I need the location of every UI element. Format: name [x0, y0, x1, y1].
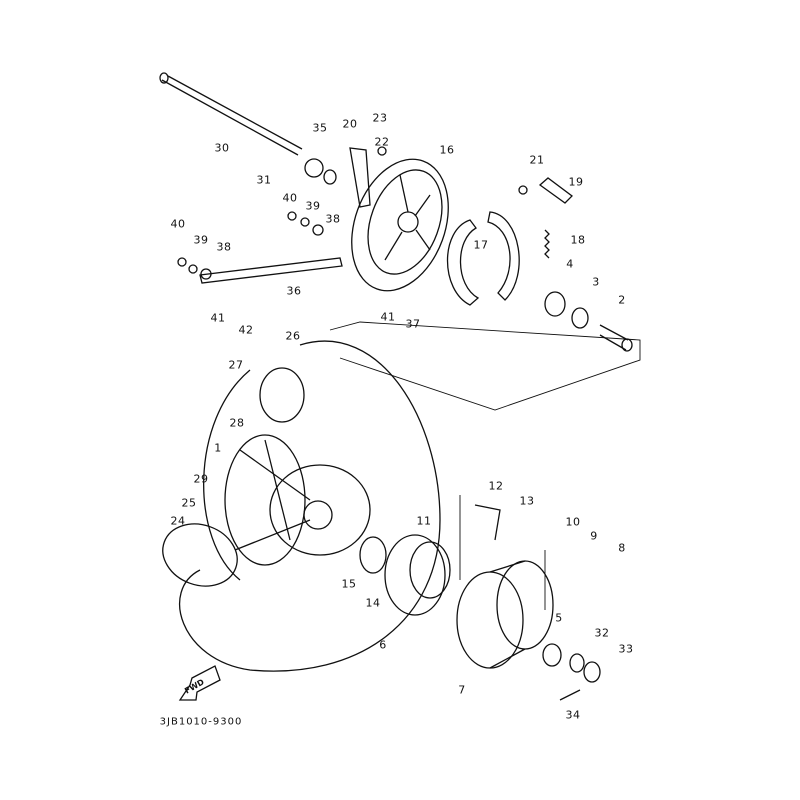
- part-label: 14: [365, 596, 381, 610]
- brake-shoe-plate: [351, 158, 449, 292]
- part-label: 10: [565, 515, 581, 529]
- part-label: 28: [229, 416, 245, 430]
- part-label: 9: [590, 529, 598, 543]
- part-label: 21: [529, 153, 545, 167]
- part-label: 15: [341, 577, 357, 591]
- bearing: [544, 291, 566, 317]
- drawing-code: 3JB1010-9300: [159, 716, 243, 728]
- part-label: 5: [555, 611, 563, 625]
- brake-cam: [538, 177, 573, 204]
- part-label: 40: [170, 217, 186, 231]
- part-label: 31: [256, 173, 272, 187]
- part-label: 12: [488, 479, 504, 493]
- part-label: 41: [210, 311, 226, 325]
- part-label: 29: [193, 472, 209, 486]
- part-label: 26: [285, 329, 301, 343]
- part-label: 25: [181, 496, 197, 510]
- part-label: 18: [570, 233, 586, 247]
- nuts-washers: [177, 146, 528, 280]
- part-label: 39: [305, 199, 321, 213]
- part-label: 3: [592, 275, 600, 289]
- sprocket-drum: [456, 560, 554, 669]
- axle: [159, 72, 303, 156]
- part-label: 20: [342, 117, 358, 131]
- brake-shoes: [446, 211, 520, 306]
- part-label: 23: [372, 111, 388, 125]
- part-label: 13: [519, 494, 535, 508]
- part-label: 36: [286, 284, 302, 298]
- tension-bar: [199, 257, 343, 284]
- tube: [259, 367, 305, 423]
- fwd-arrow-icon: [178, 665, 221, 701]
- cam-lever: [349, 147, 371, 208]
- part-label: 2: [618, 293, 626, 307]
- part-label: 39: [193, 233, 209, 247]
- tire: [162, 340, 441, 672]
- part-label: 38: [325, 212, 341, 226]
- wheel-spokes: [224, 434, 371, 566]
- clutch-hub: [384, 534, 451, 616]
- part-label: 11: [416, 514, 432, 528]
- part-label: 7: [458, 683, 466, 697]
- part-label: 1: [214, 441, 222, 455]
- part-label: 16: [439, 143, 455, 157]
- part-label: 32: [594, 626, 610, 640]
- part-label: 41: [380, 310, 396, 324]
- part-label: 37: [405, 317, 421, 331]
- oil-seal: [571, 307, 589, 329]
- part-label: 17: [473, 238, 489, 252]
- part-label: 19: [568, 175, 584, 189]
- part-label: 6: [379, 638, 387, 652]
- collar: [304, 158, 324, 178]
- part-label: 27: [228, 358, 244, 372]
- part-label: 38: [216, 240, 232, 254]
- part-label: 24: [170, 514, 186, 528]
- part-label: 8: [618, 541, 626, 555]
- part-label: 35: [312, 121, 328, 135]
- o-ring: [359, 536, 387, 574]
- spring: [544, 229, 550, 259]
- part-label: 4: [566, 257, 574, 271]
- bracket: [474, 504, 501, 541]
- part-label: 40: [282, 191, 298, 205]
- part-label: 42: [238, 323, 254, 337]
- part-label: 22: [374, 135, 390, 149]
- part-label: 30: [214, 141, 230, 155]
- part-label: 34: [565, 708, 581, 722]
- washer: [323, 169, 337, 185]
- part-label: 33: [618, 642, 634, 656]
